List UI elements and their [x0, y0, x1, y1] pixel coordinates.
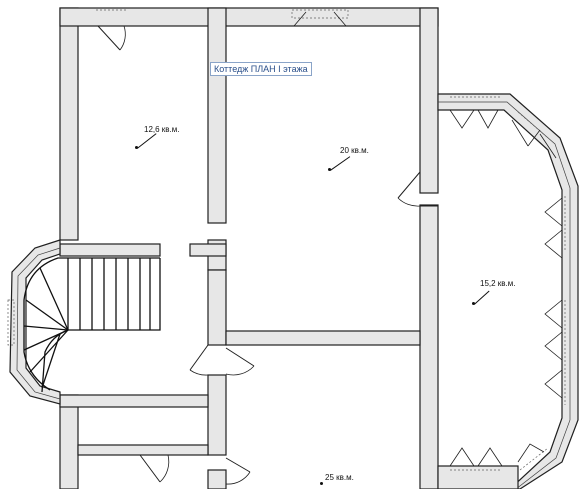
room-area-top-middle: 20 кв.м. — [340, 146, 369, 155]
exterior-walls — [59, 7, 439, 489]
area-marker — [135, 146, 138, 149]
area-marker — [472, 302, 475, 305]
room-area-bay-right: 15,2 кв.м. — [480, 279, 516, 288]
area-marker — [328, 168, 331, 171]
staircase — [23, 257, 161, 393]
room-area-bottom-middle: 25 кв.м. — [325, 473, 354, 482]
interior-walls — [59, 7, 421, 489]
area-marker — [320, 482, 323, 485]
stair-bay — [7, 239, 61, 405]
bay-walls — [437, 93, 579, 489]
bay-windows — [449, 96, 566, 471]
room-area-top-left: 12,6 кв.м. — [144, 125, 180, 134]
top-window — [291, 9, 349, 27]
doors — [96, 9, 438, 485]
plan-title: Коттедж ПЛАН I этажа — [210, 62, 312, 76]
